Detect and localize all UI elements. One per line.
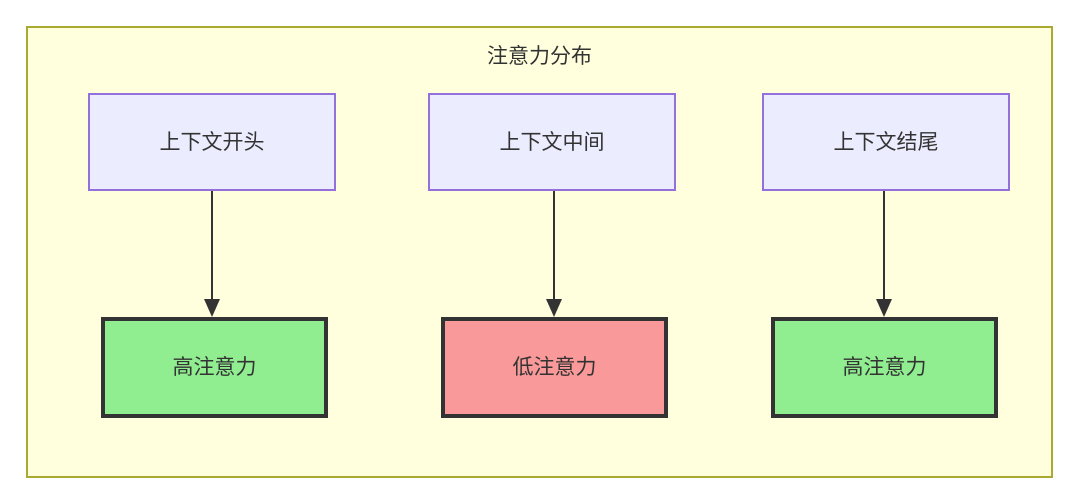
node-context-end[interactable]: 上下文结尾 — [762, 93, 1010, 191]
node-high-attention-start[interactable]: 高注意力 — [101, 317, 328, 418]
node-label: 高注意力 — [172, 356, 257, 379]
node-label: 上下文开头 — [159, 130, 265, 154]
node-context-start[interactable]: 上下文开头 — [88, 93, 336, 191]
edge-context-middle-to-low-attention — [542, 191, 566, 317]
node-context-middle[interactable]: 上下文中间 — [428, 93, 676, 191]
arrow-down-icon — [876, 191, 892, 317]
node-label: 上下文中间 — [499, 130, 605, 154]
cluster-title: 注意力分布 — [487, 45, 592, 68]
node-label: 上下文结尾 — [833, 130, 939, 154]
arrow-down-icon — [204, 191, 220, 317]
arrow-down-icon — [546, 191, 562, 317]
node-low-attention-middle[interactable]: 低注意力 — [441, 317, 668, 418]
edge-context-end-to-high-attention — [872, 191, 896, 317]
node-label: 低注意力 — [512, 356, 597, 379]
node-label: 高注意力 — [842, 356, 927, 379]
node-high-attention-end[interactable]: 高注意力 — [771, 317, 998, 418]
edge-context-start-to-high-attention — [200, 191, 224, 317]
